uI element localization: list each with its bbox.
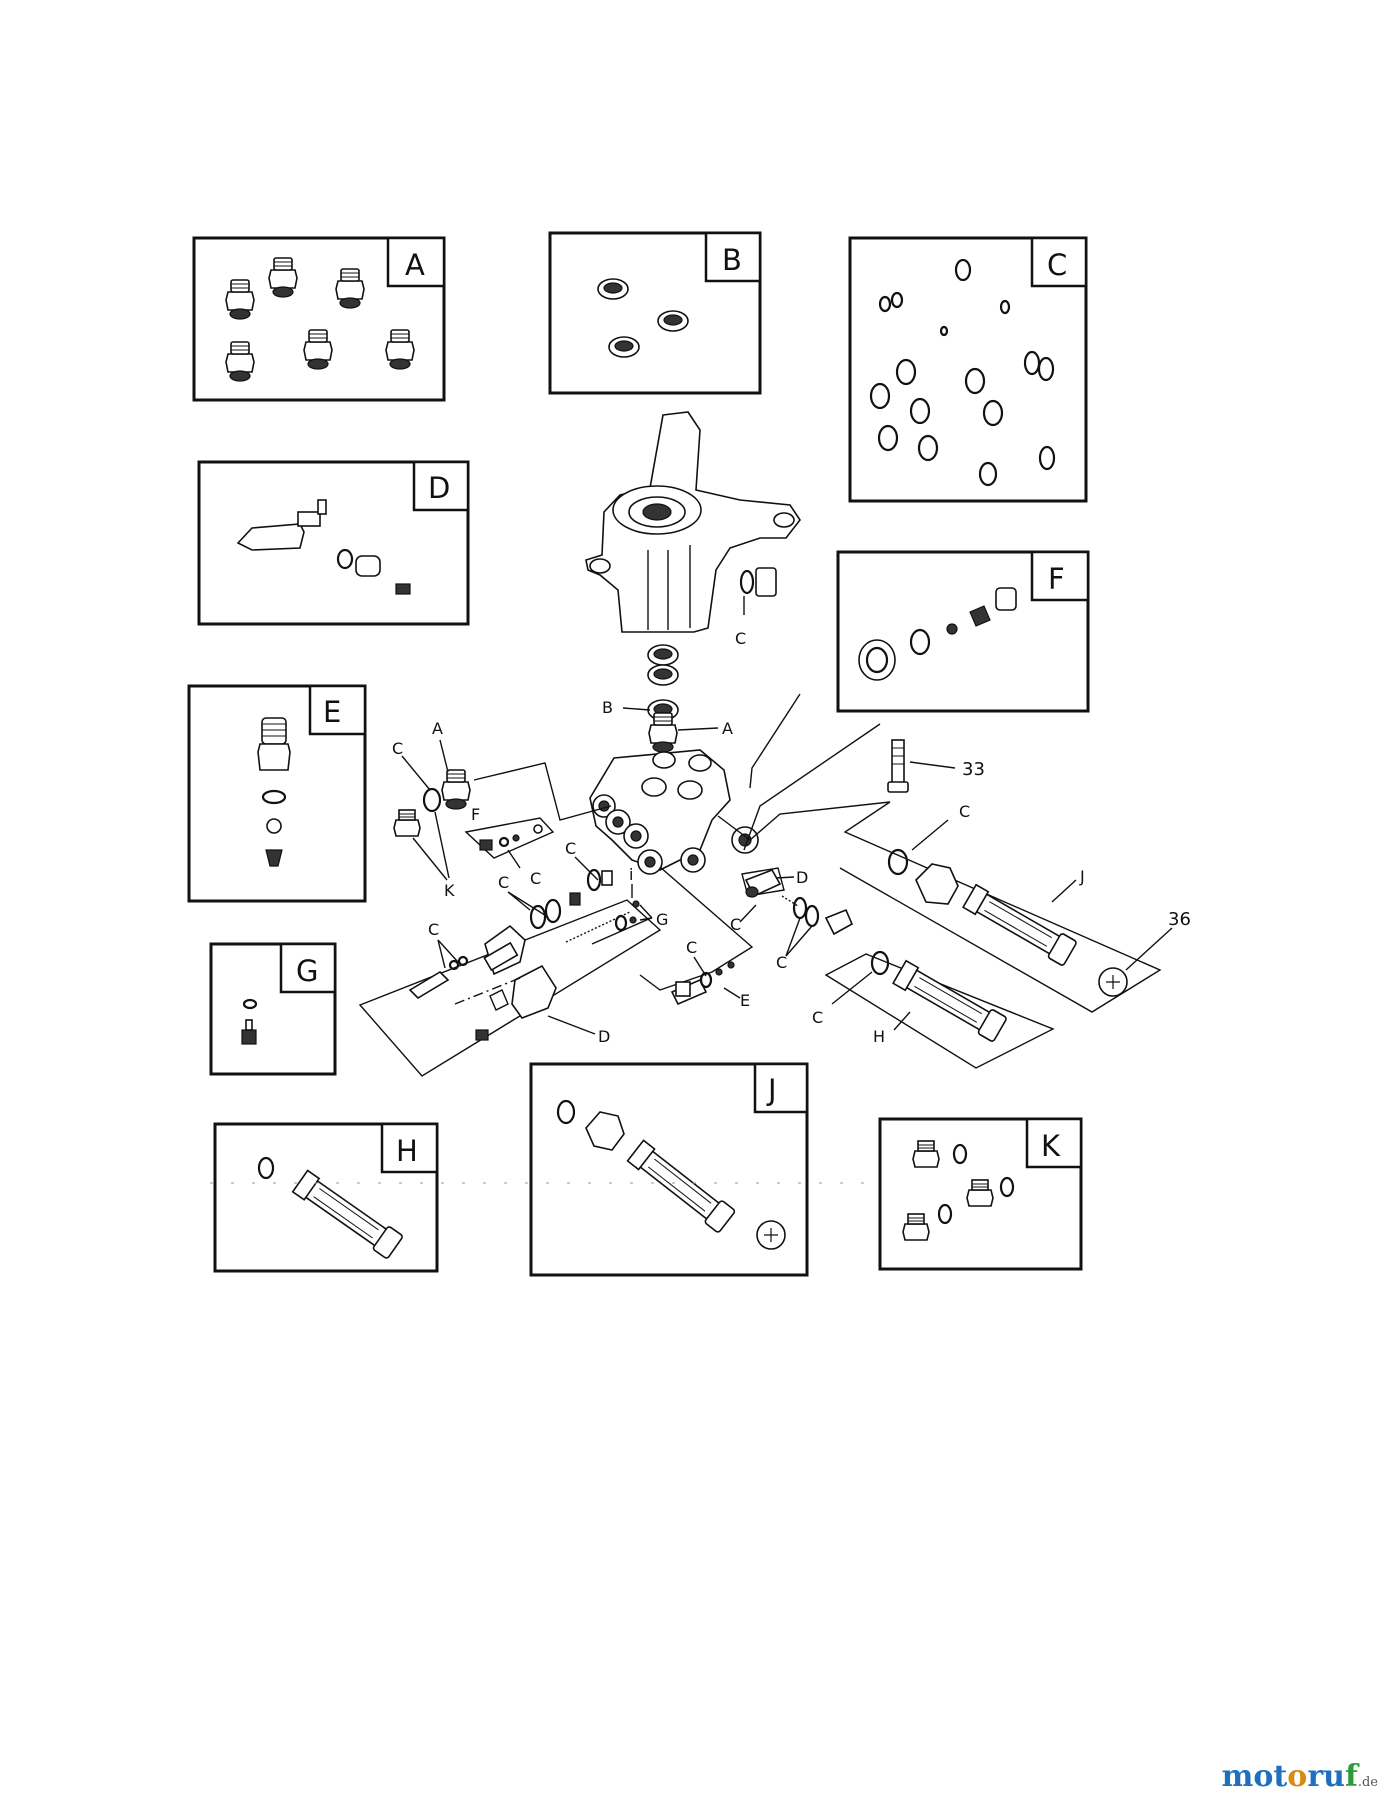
callout-c-h: C: [812, 1008, 823, 1027]
bolt-icon: 33: [887, 739, 985, 793]
callout-c-upper: C: [565, 839, 576, 858]
callout-c-e: C: [686, 938, 697, 957]
kit-b-panel: B: [548, 231, 762, 395]
callout-a-valve: A: [722, 719, 733, 738]
kit-e-label: E: [323, 695, 341, 729]
callout-a-left: A: [432, 719, 443, 738]
callout-h: H: [873, 1027, 885, 1046]
seal-ring-icon: [597, 278, 689, 358]
kit-a-panel: A: [192, 236, 446, 402]
seal-stack-icon: B A: [602, 644, 733, 753]
kit-k-label: K: [1041, 1129, 1061, 1163]
kit-j-panel: J: [529, 1062, 809, 1277]
small-plug-icon: [241, 998, 258, 1045]
pump-housing-icon: [585, 411, 801, 633]
kit-f-panel: F: [836, 550, 1090, 713]
callout-c-d1: C: [730, 915, 741, 934]
kit-h-panel: H: [213, 1122, 439, 1273]
callout-36: 36: [1168, 909, 1191, 930]
callout-g: G: [656, 910, 668, 929]
h-filter-group: C H: [812, 950, 1055, 1069]
kit-d-panel: D: [197, 460, 470, 626]
left-plug-group: C A K: [392, 719, 612, 900]
j-filter-group: C J 36: [717, 693, 1191, 1013]
callout-d-bottom: D: [598, 1027, 610, 1046]
callout-b-seal: B: [602, 698, 613, 717]
kit-c-panel: C: [848, 236, 1088, 503]
callout-33: 33: [962, 759, 985, 780]
d-right-group: D C C: [730, 867, 854, 972]
kit-j-label: J: [766, 1073, 777, 1107]
callout-f: F: [471, 805, 480, 824]
kit-k-panel: K: [878, 1117, 1083, 1271]
kit-b-label: B: [722, 243, 742, 277]
kit-h-label: H: [396, 1134, 418, 1168]
watermark-logo: motoruf.de: [1221, 1759, 1378, 1794]
housing-plug-icon: C: [735, 567, 777, 648]
kit-a-label: A: [405, 248, 425, 282]
g-plug-group: i G: [591, 865, 668, 945]
callout-c-j: C: [959, 802, 970, 821]
kit-f-label: F: [1048, 562, 1065, 596]
f-check-group: F C: [464, 805, 555, 888]
callout-e: E: [740, 991, 750, 1010]
unloader-valve-icon: [236, 499, 411, 595]
callout-j: J: [1079, 867, 1085, 886]
callout-c-d2: C: [776, 953, 787, 972]
callout-i: i: [629, 865, 633, 884]
callout-c-housing: C: [735, 629, 746, 648]
injector-icon: [257, 717, 291, 867]
hex-valve-icon: [225, 257, 415, 382]
callout-k-left: K: [444, 881, 455, 900]
kit-g-panel: G: [209, 942, 337, 1076]
spring-icon: [565, 911, 631, 943]
kit-e-panel: E: [187, 684, 367, 903]
filter-assembly-icon: [556, 1099, 786, 1250]
callout-c-mid: C: [498, 873, 509, 892]
kit-c-label: C: [1047, 248, 1067, 282]
callout-c-f: C: [530, 869, 541, 888]
e-injector-group: C E: [639, 866, 754, 1010]
kit-d-label: D: [428, 471, 450, 505]
callout-c-left: C: [392, 739, 403, 758]
callout-c-low: C: [428, 920, 439, 939]
callout-d-right: D: [796, 868, 808, 887]
manifold-icon: [589, 749, 759, 875]
o-ring-icon: [869, 258, 1056, 487]
kit-g-label: G: [296, 954, 318, 988]
check-valve-icon: [858, 587, 1017, 681]
filter-tube-icon: [257, 1156, 405, 1260]
threaded-plug-icon: [902, 1140, 1015, 1241]
unloader-exploded-group: C C C D: [358, 839, 662, 1077]
